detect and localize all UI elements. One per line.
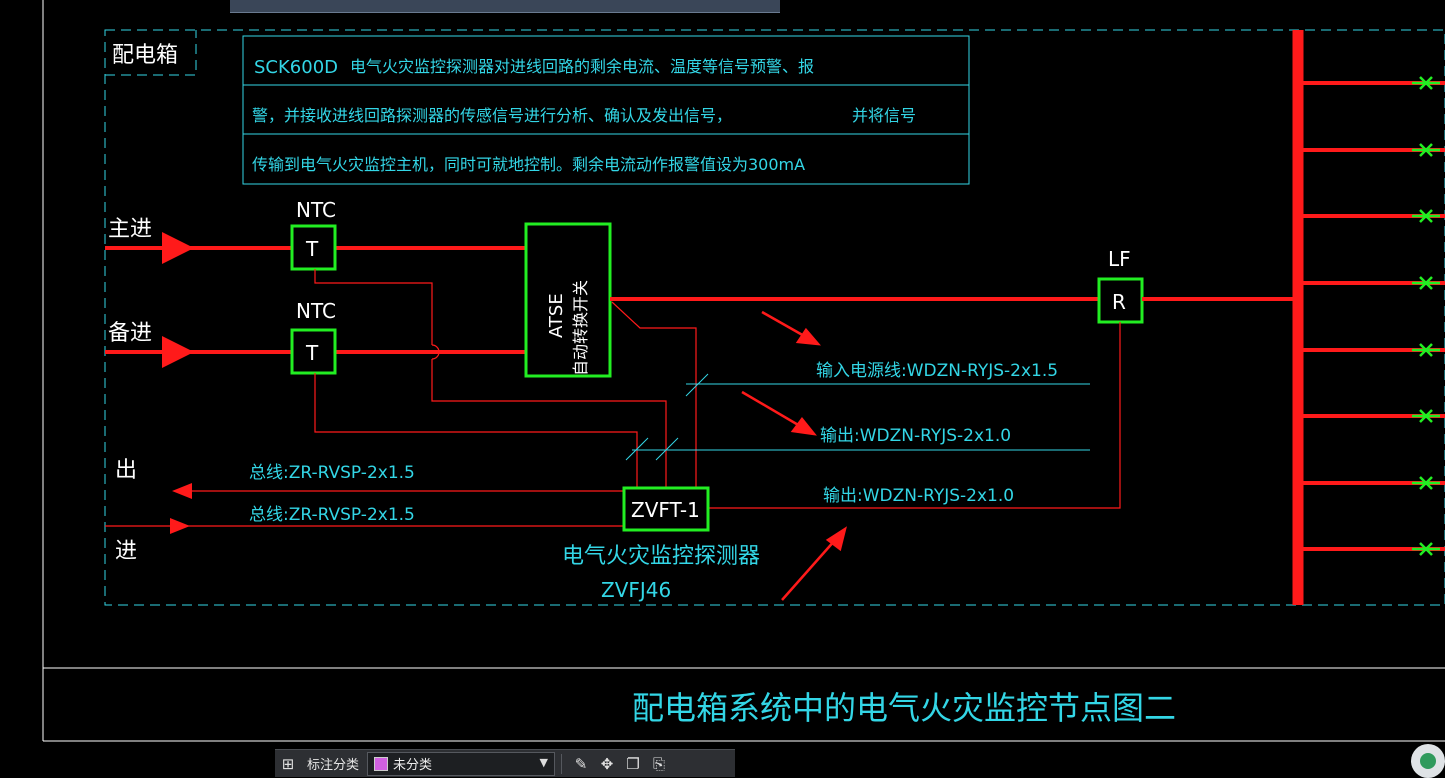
- lf-signal-wire: [708, 322, 1121, 509]
- bus-in-arrow: [170, 518, 190, 534]
- wire-tick: [685, 373, 709, 397]
- lf-label: LF: [1108, 247, 1131, 271]
- ntc-main-signal-wire: [314, 269, 433, 345]
- branch-circuits: [1298, 76, 1445, 556]
- bus-out-arrow: [172, 483, 192, 499]
- box-label-frame: [105, 30, 197, 76]
- ntc-sensor-main[interactable]: [290, 224, 337, 271]
- move-icon[interactable]: ✥: [600, 754, 614, 773]
- description-line2: 警，并接收进线回路探测器的传感信号进行分析、确认及发出信号，: [252, 106, 732, 125]
- ntc-symbol-main: T: [305, 237, 319, 261]
- bus-wire-label-2: 总线:ZR-RVSP-2x1.5: [249, 505, 415, 525]
- detector-model: ZVFJ46: [601, 578, 671, 602]
- ntc-label-backup: NTC: [296, 299, 336, 323]
- output-wire-label-2: 输出:WDZN-RYJS-2x1.0: [823, 486, 1014, 506]
- toolbar-separator: [561, 753, 563, 774]
- top-tooltip-strip: [230, 0, 780, 13]
- status-dot: [1420, 753, 1436, 769]
- zvft-detector[interactable]: [622, 486, 710, 532]
- breaker-symbol: [1412, 276, 1440, 290]
- category-value: 未分类: [393, 758, 433, 773]
- ntc-main-signal-wire: [431, 359, 667, 487]
- bus-out-label: 出: [115, 458, 137, 483]
- distribution-box-boundary: [104, 29, 1445, 606]
- bus-wire-label-1: 总线:ZR-RVSP-2x1.5: [249, 463, 415, 483]
- output-wire-label-1: 输出:WDZN-RYJS-2x1.0: [820, 426, 1011, 446]
- app-status-icon[interactable]: [1411, 744, 1445, 778]
- lf-symbol: R: [1112, 290, 1126, 314]
- copy-icon[interactable]: ❐: [626, 754, 640, 773]
- breaker-symbol: [1412, 76, 1440, 90]
- category-select[interactable]: 未分类 ▼: [367, 751, 556, 776]
- description-line3: 传输到电气火灾监控主机，同时可就地控制。剩余电流动作报警值设为300mA: [252, 155, 805, 174]
- chevron-down-icon: ▼: [539, 755, 549, 769]
- ntc-sensor-backup[interactable]: [290, 328, 337, 375]
- breaker-symbol: [1412, 409, 1440, 423]
- description-model: SCK600D: [254, 57, 338, 78]
- category-label: 标注分类: [307, 758, 360, 773]
- paste-icon[interactable]: ⎘: [653, 754, 666, 773]
- atse-switch[interactable]: [524, 222, 612, 378]
- detector-name: 电气火灾监控探测器: [562, 544, 760, 569]
- atse-signal-wire: [611, 301, 697, 487]
- grid-icon[interactable]: ⊞: [281, 754, 295, 773]
- wire-crossover-hop: [431, 344, 440, 360]
- edit-icon[interactable]: ✎: [574, 754, 588, 773]
- annotation-toolbar: ⊞ 标注分类 未分类 ▼ ✎ ✥ ❐ ⎘: [275, 749, 735, 777]
- description-line2-tail: 并将信号: [852, 106, 916, 125]
- backup-input-label: 备进: [108, 321, 152, 346]
- description-line1: 电气火灾监控探测器对进线回路的剩余电流、温度等信号预警、报: [350, 57, 814, 76]
- wire-tick: [655, 437, 679, 461]
- ntc-label-main: NTC: [296, 198, 336, 222]
- breaker-symbol: [1412, 476, 1440, 490]
- box-label: 配电箱: [112, 43, 178, 68]
- atse-description: 自动转换开关: [571, 280, 590, 376]
- breaker-symbol: [1412, 343, 1440, 357]
- breaker-symbol: [1412, 209, 1440, 223]
- breaker-symbol: [1412, 143, 1440, 157]
- ntc-symbol-backup: T: [305, 341, 319, 365]
- bus-in-label: 进: [115, 539, 137, 564]
- breaker-symbol: [1412, 542, 1440, 556]
- wire-tick: [625, 437, 649, 461]
- annotation-arrows: [741, 310, 847, 601]
- category-color-swatch: [374, 756, 389, 771]
- detector-code: ZVFT-1: [631, 498, 700, 522]
- atse-name: ATSE: [546, 293, 567, 338]
- ntc-backup-signal-wire: [314, 373, 638, 487]
- main-input-label: 主进: [108, 217, 152, 242]
- input-power-wire-label: 输入电源线:WDZN-RYJS-2x1.5: [816, 361, 1058, 381]
- description-table: [242, 35, 970, 185]
- drawing-title: 配电箱系统中的电气火灾监控节点图二: [632, 689, 1176, 727]
